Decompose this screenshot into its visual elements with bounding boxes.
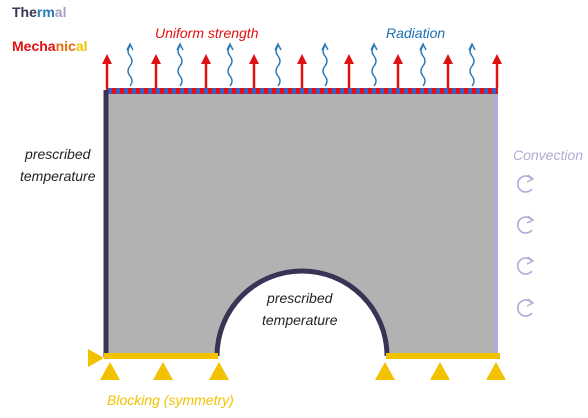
supports xyxy=(88,349,506,380)
up-arrow-icon xyxy=(102,54,112,88)
thermal-part-2: rm xyxy=(36,4,55,20)
plate-body xyxy=(106,91,498,356)
wavy-arrow-icon xyxy=(226,42,234,87)
up-arrow-icon xyxy=(297,54,307,88)
up-arrow-icon xyxy=(344,54,354,88)
uniform-strength-label: Uniform strength xyxy=(155,25,259,41)
thermal-part-1: The xyxy=(12,4,37,20)
circular-arrow-icon xyxy=(517,174,535,193)
triangle-support-icon xyxy=(486,362,506,380)
thermal-legend-label: Thermal xyxy=(12,4,66,20)
circular-arrow-icon xyxy=(517,256,535,275)
hole-temp-line-2: temperature xyxy=(262,312,338,328)
wavy-arrow-icon xyxy=(321,42,329,87)
triangle-support-icon xyxy=(100,362,120,380)
load-arrows xyxy=(102,54,502,88)
wavy-arrow-icon xyxy=(126,42,134,87)
convection-label: Convection xyxy=(513,147,584,163)
top-boundary-strip xyxy=(106,88,498,94)
mechanical-part-3: al xyxy=(75,38,88,54)
wavy-arrow-icon xyxy=(419,42,427,87)
triangle-support-icon xyxy=(209,362,229,380)
mechanical-part-1: Mecha xyxy=(12,38,56,54)
triangle-support-icon xyxy=(430,362,450,380)
radiation-label: Radiation xyxy=(386,25,446,41)
hole-temp-line-1: prescribed xyxy=(267,290,333,306)
mechanical-legend-label: Mechanical xyxy=(12,38,88,54)
wavy-arrow-icon xyxy=(176,42,184,87)
hole-temperature-arc xyxy=(214,268,390,357)
up-arrow-icon xyxy=(249,54,259,88)
up-arrow-icon xyxy=(443,54,453,88)
triangle-support-icon xyxy=(153,362,173,380)
left-prescribed-temperature-label: prescribed temperature xyxy=(20,143,95,187)
left-temp-line-1: prescribed xyxy=(25,146,91,162)
circular-arrow-icon xyxy=(517,298,535,317)
up-arrow-icon xyxy=(151,54,161,88)
up-arrow-icon xyxy=(393,54,403,88)
radiation-waves xyxy=(126,42,476,87)
wavy-arrow-icon xyxy=(370,42,378,87)
convection-icons xyxy=(517,174,535,317)
mechanical-part-2: nic xyxy=(55,38,76,54)
wavy-arrow-icon xyxy=(274,42,282,87)
triangle-support-icon xyxy=(375,362,395,380)
up-arrow-icon xyxy=(201,54,211,88)
hole-prescribed-temperature-label: prescribed temperature xyxy=(262,287,337,331)
wavy-arrow-icon xyxy=(468,42,476,87)
up-arrow-icon xyxy=(492,54,502,88)
triangle-support-icon xyxy=(88,349,104,367)
left-temp-line-2: temperature xyxy=(20,168,96,184)
thermal-part-3: al xyxy=(54,4,67,20)
blocking-label: Blocking (symmetry) xyxy=(107,392,234,408)
circular-arrow-icon xyxy=(517,215,535,234)
